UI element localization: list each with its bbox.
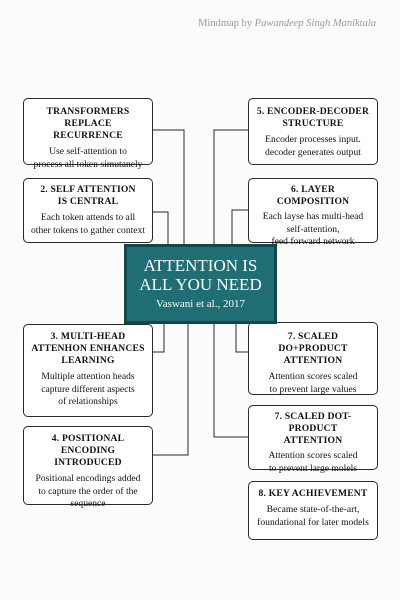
node-body: Encoder processes input. decoder generat… bbox=[265, 134, 361, 158]
node-title: 3. MULTI-HEAD ATTENHON ENHANCES LEARNING bbox=[31, 331, 145, 366]
node-scaled-dot-product-attention-2: 7. SCALED DOT-PRODUCT ATTENTION Attentio… bbox=[248, 405, 378, 474]
connector-left-1 bbox=[152, 129, 185, 252]
node-body: Attention scores scaled to prevent large… bbox=[268, 371, 358, 395]
node-title: 4. POSITIONAL ENCODING INTRODUCED bbox=[51, 433, 125, 468]
connector-right-5 bbox=[213, 129, 248, 244]
node-title: 2. SELF ATTENTION IS CENTRAL bbox=[40, 184, 136, 207]
node-positional-encoding: 4. POSITIONAL ENCODING INTRODUCED Positi… bbox=[23, 426, 153, 509]
credit-author: Pawandeep Singh Maniktala bbox=[254, 18, 376, 29]
central-topic: ATTENTION IS ALL YOU NEED Vaswani et al.… bbox=[124, 244, 277, 324]
node-multi-head-attention: 3. MULTI-HEAD ATTENHON ENHANCES LEARNING… bbox=[23, 324, 153, 417]
connector-right-6 bbox=[231, 209, 248, 244]
node-layer-composition: 6. LAYER COMPOSITION Each layse has mult… bbox=[248, 178, 378, 247]
node-body: Positional encodings added to capture th… bbox=[35, 473, 141, 509]
connector-left-2 bbox=[152, 211, 169, 252]
node-title: 7. SCALED DO+PRODUCT ATTENTION bbox=[278, 331, 348, 366]
node-key-achievement: 8. KEY ACHIEVEMENT Became state-of-the-a… bbox=[248, 481, 378, 540]
node-title: TRANSFORMERS REPLACE RECURRENCE bbox=[46, 106, 130, 141]
node-body: Use self-attention to process all token … bbox=[33, 146, 143, 170]
author-credit: Mindmap by Pawandeep Singh Maniktala bbox=[198, 18, 376, 29]
central-title: ATTENTION IS ALL YOU NEED bbox=[139, 256, 262, 294]
node-title: 7. SCALED DOT-PRODUCT ATTENTION bbox=[274, 411, 352, 446]
node-body: Multiple attention heads capture differe… bbox=[41, 371, 135, 407]
node-title: 6. LAYER COMPOSITION bbox=[276, 184, 350, 207]
connector-left-3 bbox=[152, 324, 165, 353]
node-body: Attention scores scaled to prevent large… bbox=[268, 450, 358, 474]
node-body: Each token attends to all other tokens t… bbox=[30, 212, 146, 236]
node-body: Became state-of-the-art, foundational fo… bbox=[257, 504, 369, 528]
central-subtitle: Vaswani et al., 2017 bbox=[156, 298, 245, 310]
connector-right-7a bbox=[235, 324, 248, 353]
node-encoder-decoder-structure: 5. ENCODER-DECODER STRUCTURE Encoder pro… bbox=[248, 98, 378, 165]
node-self-attention-central: 2. SELF ATTENTION IS CENTRAL Each token … bbox=[23, 178, 153, 243]
connector-left-4 bbox=[152, 324, 189, 456]
connector-right-7b bbox=[213, 324, 248, 438]
node-scaled-dot-product-attention-1: 7. SCALED DO+PRODUCT ATTENTION Attention… bbox=[248, 322, 378, 395]
credit-prefix: Mindmap by bbox=[198, 18, 255, 29]
node-title: 5. ENCODER-DECODER STRUCTURE bbox=[256, 106, 370, 129]
node-transformers-replace-recurrence: TRANSFORMERS REPLACE RECURRENCE Use self… bbox=[23, 98, 153, 170]
node-title: 8. KEY ACHIEVEMENT bbox=[258, 488, 368, 499]
node-body: Each layse has multi-head self-attention… bbox=[262, 211, 364, 247]
